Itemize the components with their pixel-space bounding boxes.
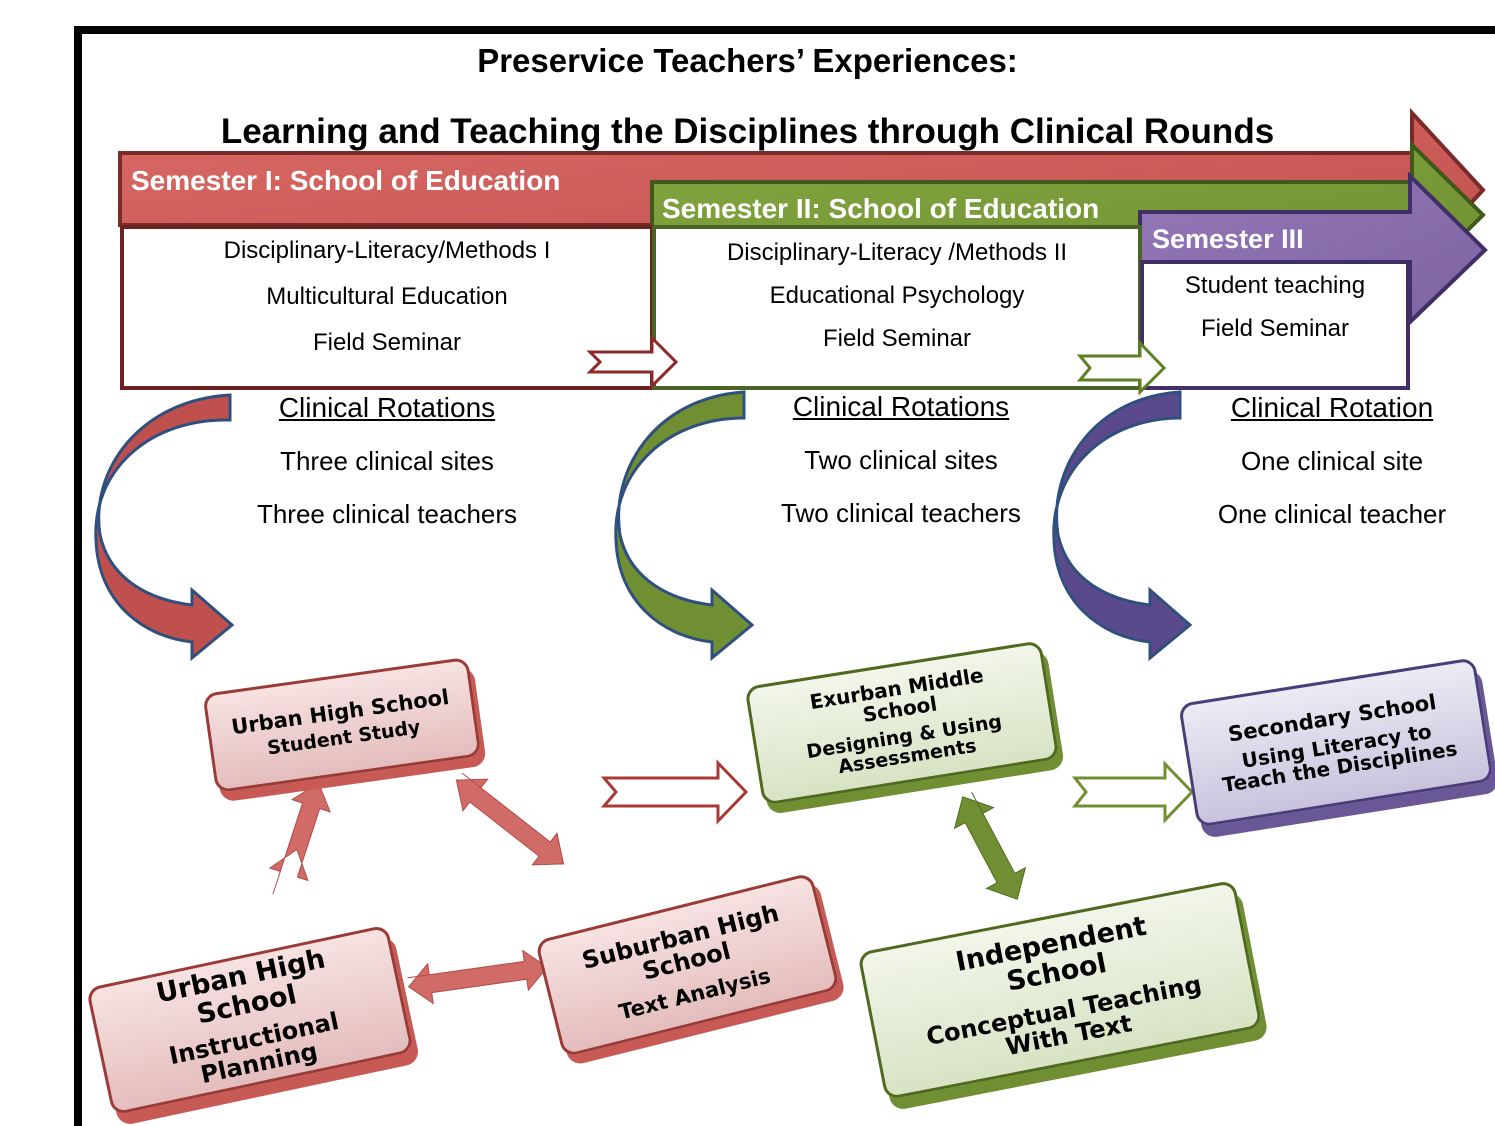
course-item: Disciplinary-Literacy /Methods II <box>726 239 1068 266</box>
diagram-title: Preservice Teachers’ Experiences: <box>477 42 1018 79</box>
course-item: Disciplinary-Literacy/Methods I <box>223 237 551 264</box>
rotation-1: Clinical Rotations Three clinical sites … <box>232 392 542 530</box>
course-item: Field Seminar <box>1200 315 1350 342</box>
connector-arrows <box>94 334 1195 1005</box>
rotation-teachers: Three clinical teachers <box>256 499 518 529</box>
next-arrow-icon <box>586 334 679 390</box>
double-arrow-icon <box>268 782 332 895</box>
rotation-2: Clinical Rotations Two clinical sites Tw… <box>746 391 1056 529</box>
rotation-3: Clinical Rotation One clinical site One … <box>1182 392 1482 530</box>
diagram-frame <box>74 26 1495 1126</box>
rotation-heading: Clinical Rotations <box>792 391 1010 422</box>
double-arrow-icon <box>407 949 549 1005</box>
semester-2-courses: Disciplinary-Literacy /Methods II Educat… <box>652 225 1142 390</box>
semester-1-courses: Disciplinary-Literacy/Methods I Multicul… <box>120 225 654 390</box>
rotation-sites: One clinical site <box>1240 446 1424 476</box>
rotation-teachers: Two clinical teachers <box>781 498 1021 528</box>
course-item: Field Seminar <box>822 325 972 352</box>
curved-arrow-icon <box>614 390 755 662</box>
next-arrow-icon <box>600 759 749 825</box>
rotation-heading: Clinical Rotations <box>278 392 496 423</box>
course-item: Multicultural Education <box>266 283 508 310</box>
semester-1-label: Semester I: School of Education <box>131 165 561 196</box>
rotation-sites: Two clinical sites <box>804 445 998 475</box>
course-item: Educational Psychology <box>769 282 1025 309</box>
rotation-sites: Three clinical sites <box>280 446 494 476</box>
next-arrow-icon <box>1071 760 1195 824</box>
double-arrow-icon <box>953 791 1027 900</box>
diagram-subtitle: Learning and Teaching the Disciplines th… <box>220 112 1275 151</box>
double-arrow-icon <box>455 772 565 866</box>
curved-arrow-icon <box>1052 390 1193 662</box>
semester-2-label: Semester II: School of Education <box>662 193 1100 224</box>
semester-3-label: Semester III <box>1152 224 1304 254</box>
rotation-heading: Clinical Rotation <box>1230 392 1434 423</box>
curved-arrow-icon <box>94 393 235 662</box>
semester-3-courses: Student teaching Field Seminar <box>1140 260 1410 390</box>
course-item: Field Seminar <box>312 329 462 356</box>
next-arrow-icon <box>1076 339 1167 396</box>
course-item: Student teaching <box>1184 272 1366 299</box>
rotation-teachers: One clinical teacher <box>1217 499 1447 529</box>
